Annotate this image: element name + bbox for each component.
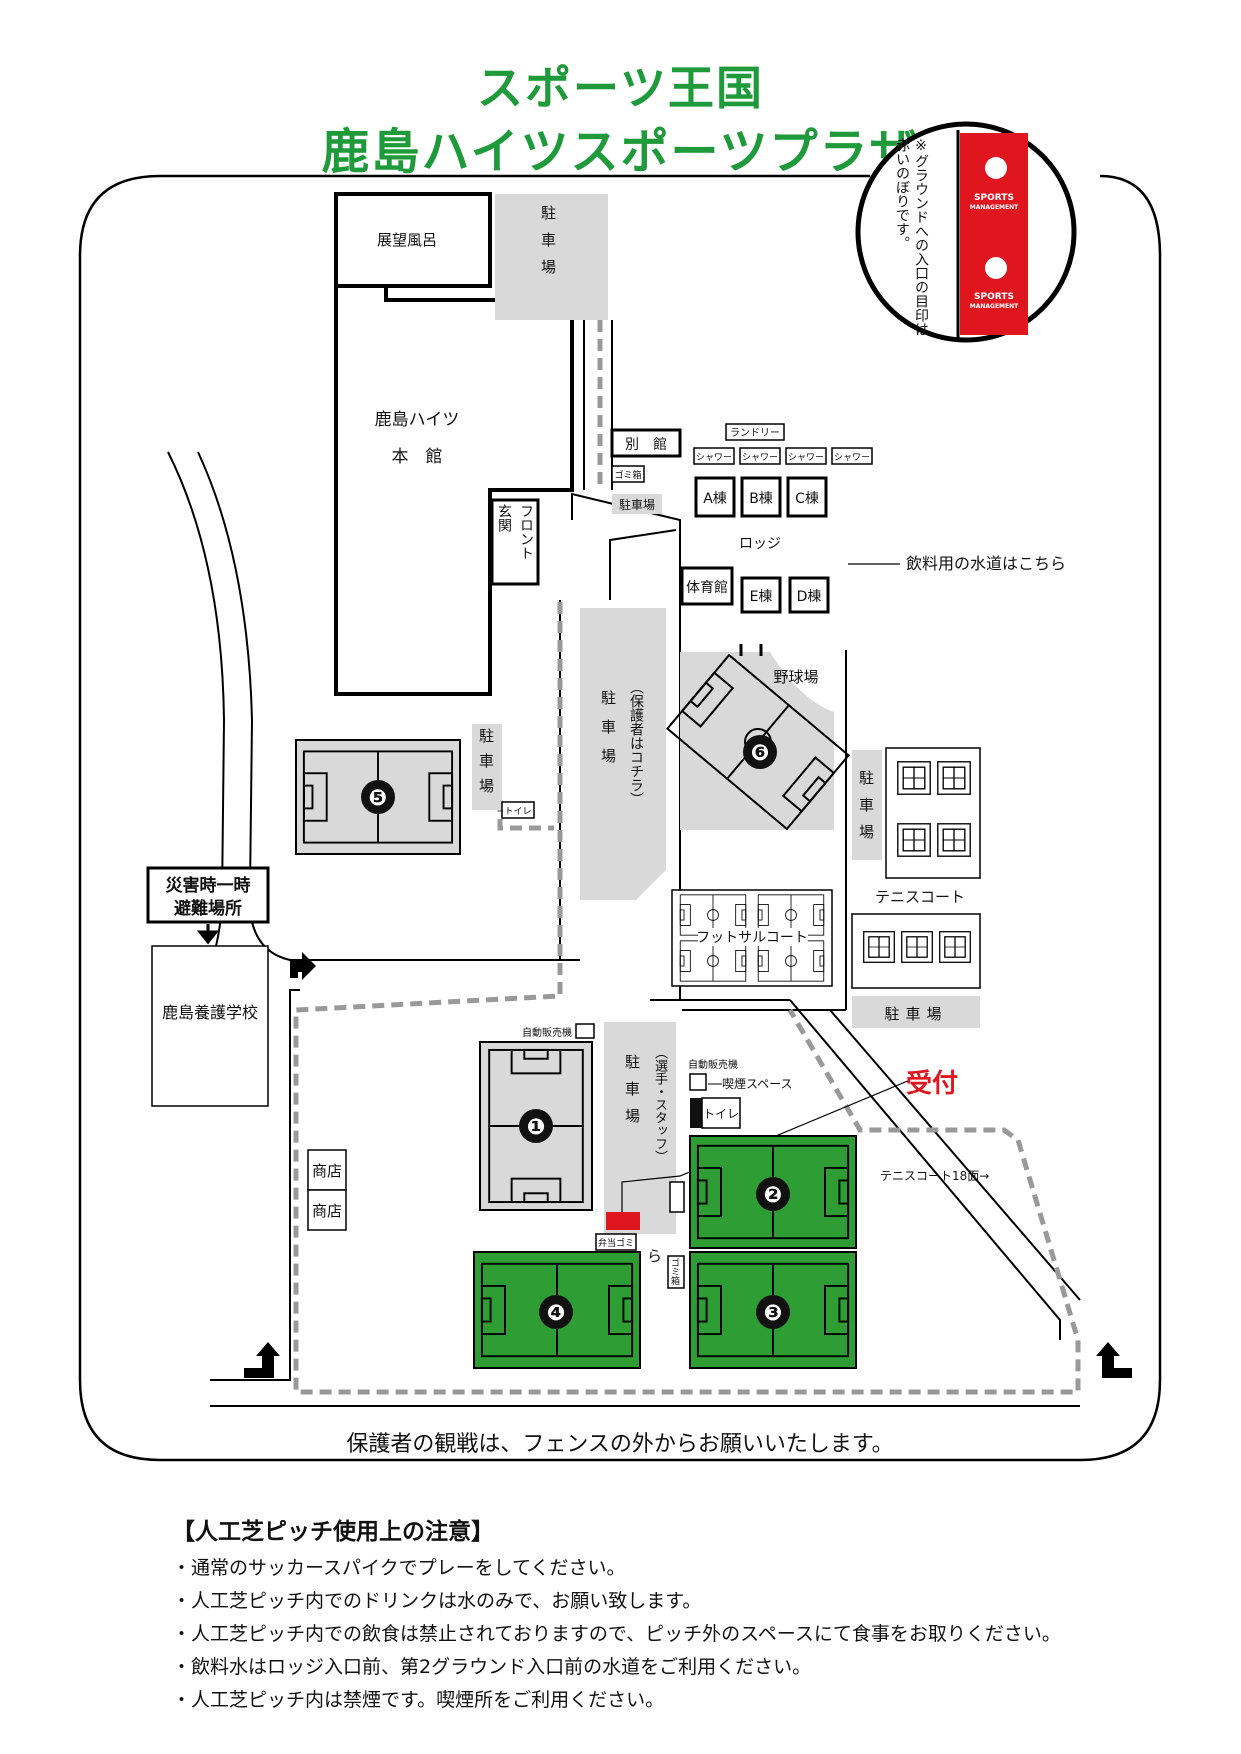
- evacuation-sign: [146, 866, 270, 924]
- pitch-5-number: ❺: [369, 786, 388, 811]
- label-parking-tennis: 駐車場: [884, 1005, 947, 1023]
- label-baseball: 野球場: [773, 668, 818, 686]
- pitch-4-number: ❹: [547, 1301, 566, 1326]
- arrow-icon-bottom-right: [1096, 1342, 1132, 1378]
- note-item-3: ・人工芝ピッチ内での飲食は禁止されておりますので、ピッチ外のスペースにて食事をお…: [172, 1623, 1061, 1645]
- label-bento-trash: 弁当ゴミ: [598, 1237, 634, 1249]
- caution-text: 保護者の観戦は、フェンスの外からお願いいたします。: [346, 1432, 894, 1457]
- label-trash-bottom: ゴミ箱: [669, 1258, 679, 1285]
- label-observation-bath: 展望風呂: [377, 231, 437, 249]
- label-school: 鹿島養護学校: [162, 1003, 258, 1022]
- label-toilet-2: トイレ: [703, 1107, 739, 1121]
- label-parking-guardian: （保護者はコチラ）: [628, 680, 644, 806]
- label-toilet-5: トイレ: [504, 807, 531, 817]
- label-shop-2: 商店: [312, 1202, 342, 1220]
- note-item-4: ・飲料水はロッジ入口前、第2グラウンド入口前の水道をご利用ください。: [172, 1656, 812, 1678]
- page-title-line2: 鹿島ハイツスポーツプラザ: [321, 124, 920, 180]
- parking-guardian: [580, 608, 666, 900]
- svg-text:シャワー: シャワー: [834, 453, 870, 463]
- parking-staff: [604, 1022, 676, 1234]
- svg-text:MANAGEMENT: MANAGEMENT: [970, 303, 1019, 310]
- svg-text:災害時一時: 災害時一時: [166, 875, 251, 896]
- label-parking-staff: （選手・スタッフ）: [652, 1046, 667, 1163]
- pitch-3-number: ❸: [764, 1301, 783, 1326]
- parking-top: [495, 194, 608, 320]
- label-futsal: フットサルコート: [696, 930, 808, 946]
- lodge-e: E棟: [750, 589, 773, 605]
- note-item-1: ・通常のサッカースパイクでプレーをしてください。: [172, 1557, 626, 1579]
- label-reception: 受付: [906, 1068, 958, 1099]
- label-vending-1: 自動販売機: [522, 1026, 572, 1039]
- lodge-d: D棟: [797, 589, 822, 605]
- svg-text:シャワー: シャワー: [788, 453, 824, 463]
- lodge-b: B棟: [749, 491, 773, 507]
- lodge-a: A棟: [703, 491, 727, 507]
- banner-logo-1: SPORTS MANAGEMENT: [970, 157, 1019, 211]
- label-laundry: ランドリー: [730, 427, 780, 439]
- water-note-bottom: 飲料用の水道はこちら: [645, 1248, 668, 1383]
- pitch-6-number: ❻: [751, 741, 770, 766]
- svg-text:避難場所: 避難場所: [174, 898, 242, 919]
- map-boundary: [78, 174, 1162, 1462]
- label-vending-2: 自動販売機: [688, 1058, 738, 1071]
- pitch-1-number: ❶: [527, 1115, 546, 1140]
- banner-note: ※グラウンドへの入口の目印は赤いのぼりです。: [894, 138, 929, 336]
- lodge-c: C棟: [795, 491, 819, 507]
- label-shop-1: 商店: [312, 1162, 342, 1180]
- label-entrance: 玄関: [496, 504, 512, 532]
- label-parking-small: 駐車場: [619, 497, 655, 512]
- usage-notes: 【人工芝ピッチ使用上の注意】 ・通常のサッカースパイクでプレーをしてください。 …: [172, 1512, 1152, 1717]
- svg-text:シャワー: シャワー: [696, 453, 732, 463]
- label-main-building-1: 鹿島ハイツ: [375, 410, 460, 430]
- svg-text:SPORTS: SPORTS: [974, 193, 1014, 203]
- label-gym: 体育館: [686, 579, 728, 596]
- svg-text:MANAGEMENT: MANAGEMENT: [970, 204, 1019, 211]
- label-tennis-18: テニスコート18面→: [880, 1169, 989, 1183]
- label-lodge: ロッジ: [739, 536, 781, 552]
- label-tennis: テニスコート: [875, 888, 965, 906]
- water-note-top: 飲料用の水道はこちら: [906, 554, 1066, 573]
- label-trash-top: ゴミ箱: [614, 469, 641, 481]
- reception-desk: [606, 1212, 640, 1230]
- svg-text:シャワー: シャワー: [742, 453, 778, 463]
- notes-heading: 【人工芝ピッチ使用上の注意】: [172, 1519, 494, 1545]
- page-title-line1: スポーツ王国: [476, 61, 765, 115]
- svg-text:SPORTS: SPORTS: [974, 292, 1014, 302]
- banner-logo-2: SPORTS MANAGEMENT: [970, 257, 1019, 310]
- label-annex: 別 館: [625, 436, 667, 453]
- label-front: フロント: [518, 504, 534, 560]
- school-building: [151, 945, 269, 1107]
- note-item-2: ・人工芝ピッチ内でのドリンクは水のみで、お願い致します。: [172, 1590, 702, 1612]
- arrow-icon-entrance-left: [290, 952, 316, 980]
- shower-row: シャワー シャワー シャワー シャワー: [693, 447, 873, 465]
- note-item-5: ・人工芝ピッチ内は禁煙です。喫煙所をご利用ください。: [172, 1689, 665, 1711]
- pitch-2-number: ❷: [764, 1183, 783, 1208]
- label-smoking: 喫煙スペース: [722, 1077, 793, 1091]
- label-main-building-2: 本 館: [392, 447, 443, 467]
- arrow-icon-bottom-left: [244, 1342, 280, 1378]
